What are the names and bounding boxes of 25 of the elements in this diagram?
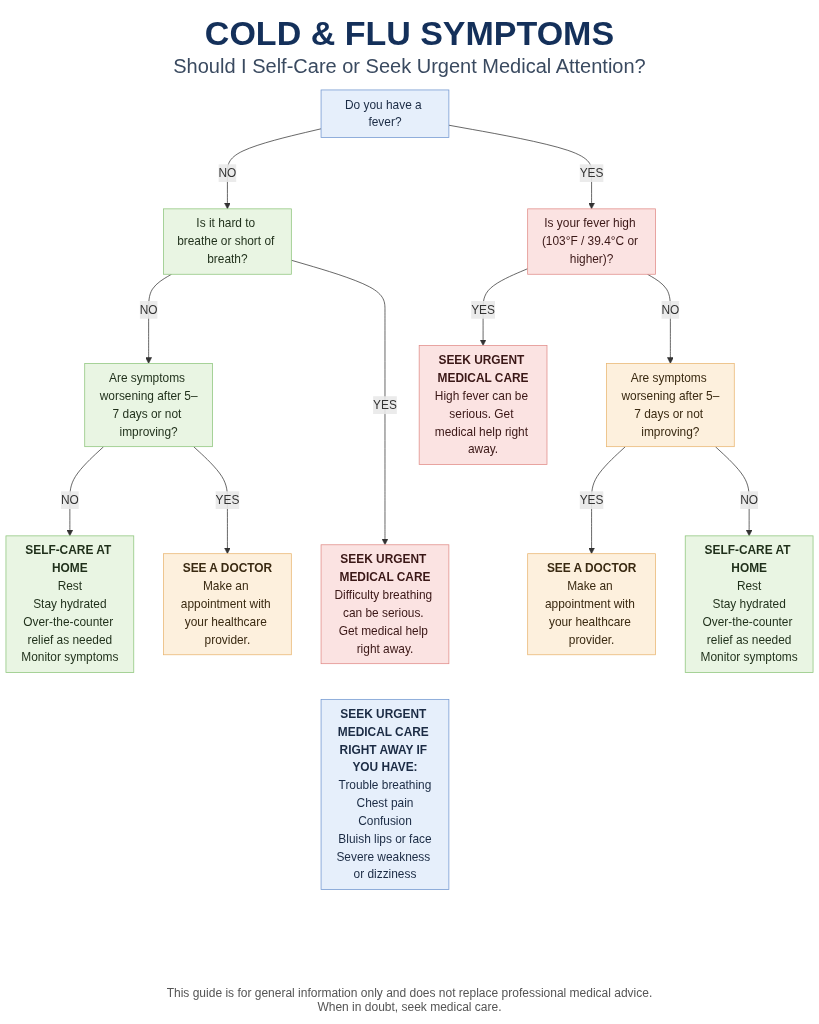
edge-label: NO xyxy=(661,303,680,316)
node-box: Is it hard to breathe or short of breath? xyxy=(163,208,292,275)
node-box: SEE A DOCTOR Make an appointment with your healthcare provider. xyxy=(163,553,292,656)
title: COLD & FLU SYMPTOMS xyxy=(204,14,615,53)
edge-label: YES xyxy=(579,166,604,180)
edge-label: NO xyxy=(60,493,79,507)
node-box: SEEK URGENT MEDICAL CARE Difficulty breathing can be serious. Get medical help right away. xyxy=(320,544,450,665)
node-box: SEEK URGENT MEDICAL CARE High fever can be serious. Get medical help right away. xyxy=(418,345,548,465)
node-box: Is your fever high (103°F / 39.4°C or higher)? xyxy=(527,208,656,275)
edge-label: YES xyxy=(215,493,240,507)
node-box: Are symptoms worsening after 5–7 days or not improving? xyxy=(84,363,213,448)
node-box: SELF-CARE AT HOME Rest Stay hydrated Over-the-counter relief as needed Monitor symptoms xyxy=(684,535,814,673)
node-box: SEE A DOCTOR Make an appointment with your healthcare provider. xyxy=(527,553,656,656)
subtitle: Should I Self-Care or Seek Urgent Medical Attention? xyxy=(173,55,646,78)
node-box: SELF-CARE AT HOME Rest Stay hydrated Over-the-counter relief as needed Monitor symptoms xyxy=(5,535,135,673)
edge-label: YES xyxy=(373,398,397,411)
edge-label: NO xyxy=(218,166,237,180)
edge-label: NO xyxy=(139,303,158,316)
edge-label: YES xyxy=(471,303,495,316)
node-box: Are symptoms worsening after 5–7 days or not improving? xyxy=(606,363,735,448)
node-box: Do you have a fever? xyxy=(320,89,450,138)
caption: This guide is for general information only and does not replace professional medical advice. When in doubt, seek medical care. xyxy=(165,986,654,1014)
node-box: SEEK URGENT MEDICAL CARE RIGHT AWAY IF YOU HAVE: Trouble breathing Chest pain Confusion Bluish lips or face Severe weakness or dizziness xyxy=(320,699,450,890)
edge-label: NO xyxy=(740,493,759,507)
edge-label: YES xyxy=(579,493,604,507)
